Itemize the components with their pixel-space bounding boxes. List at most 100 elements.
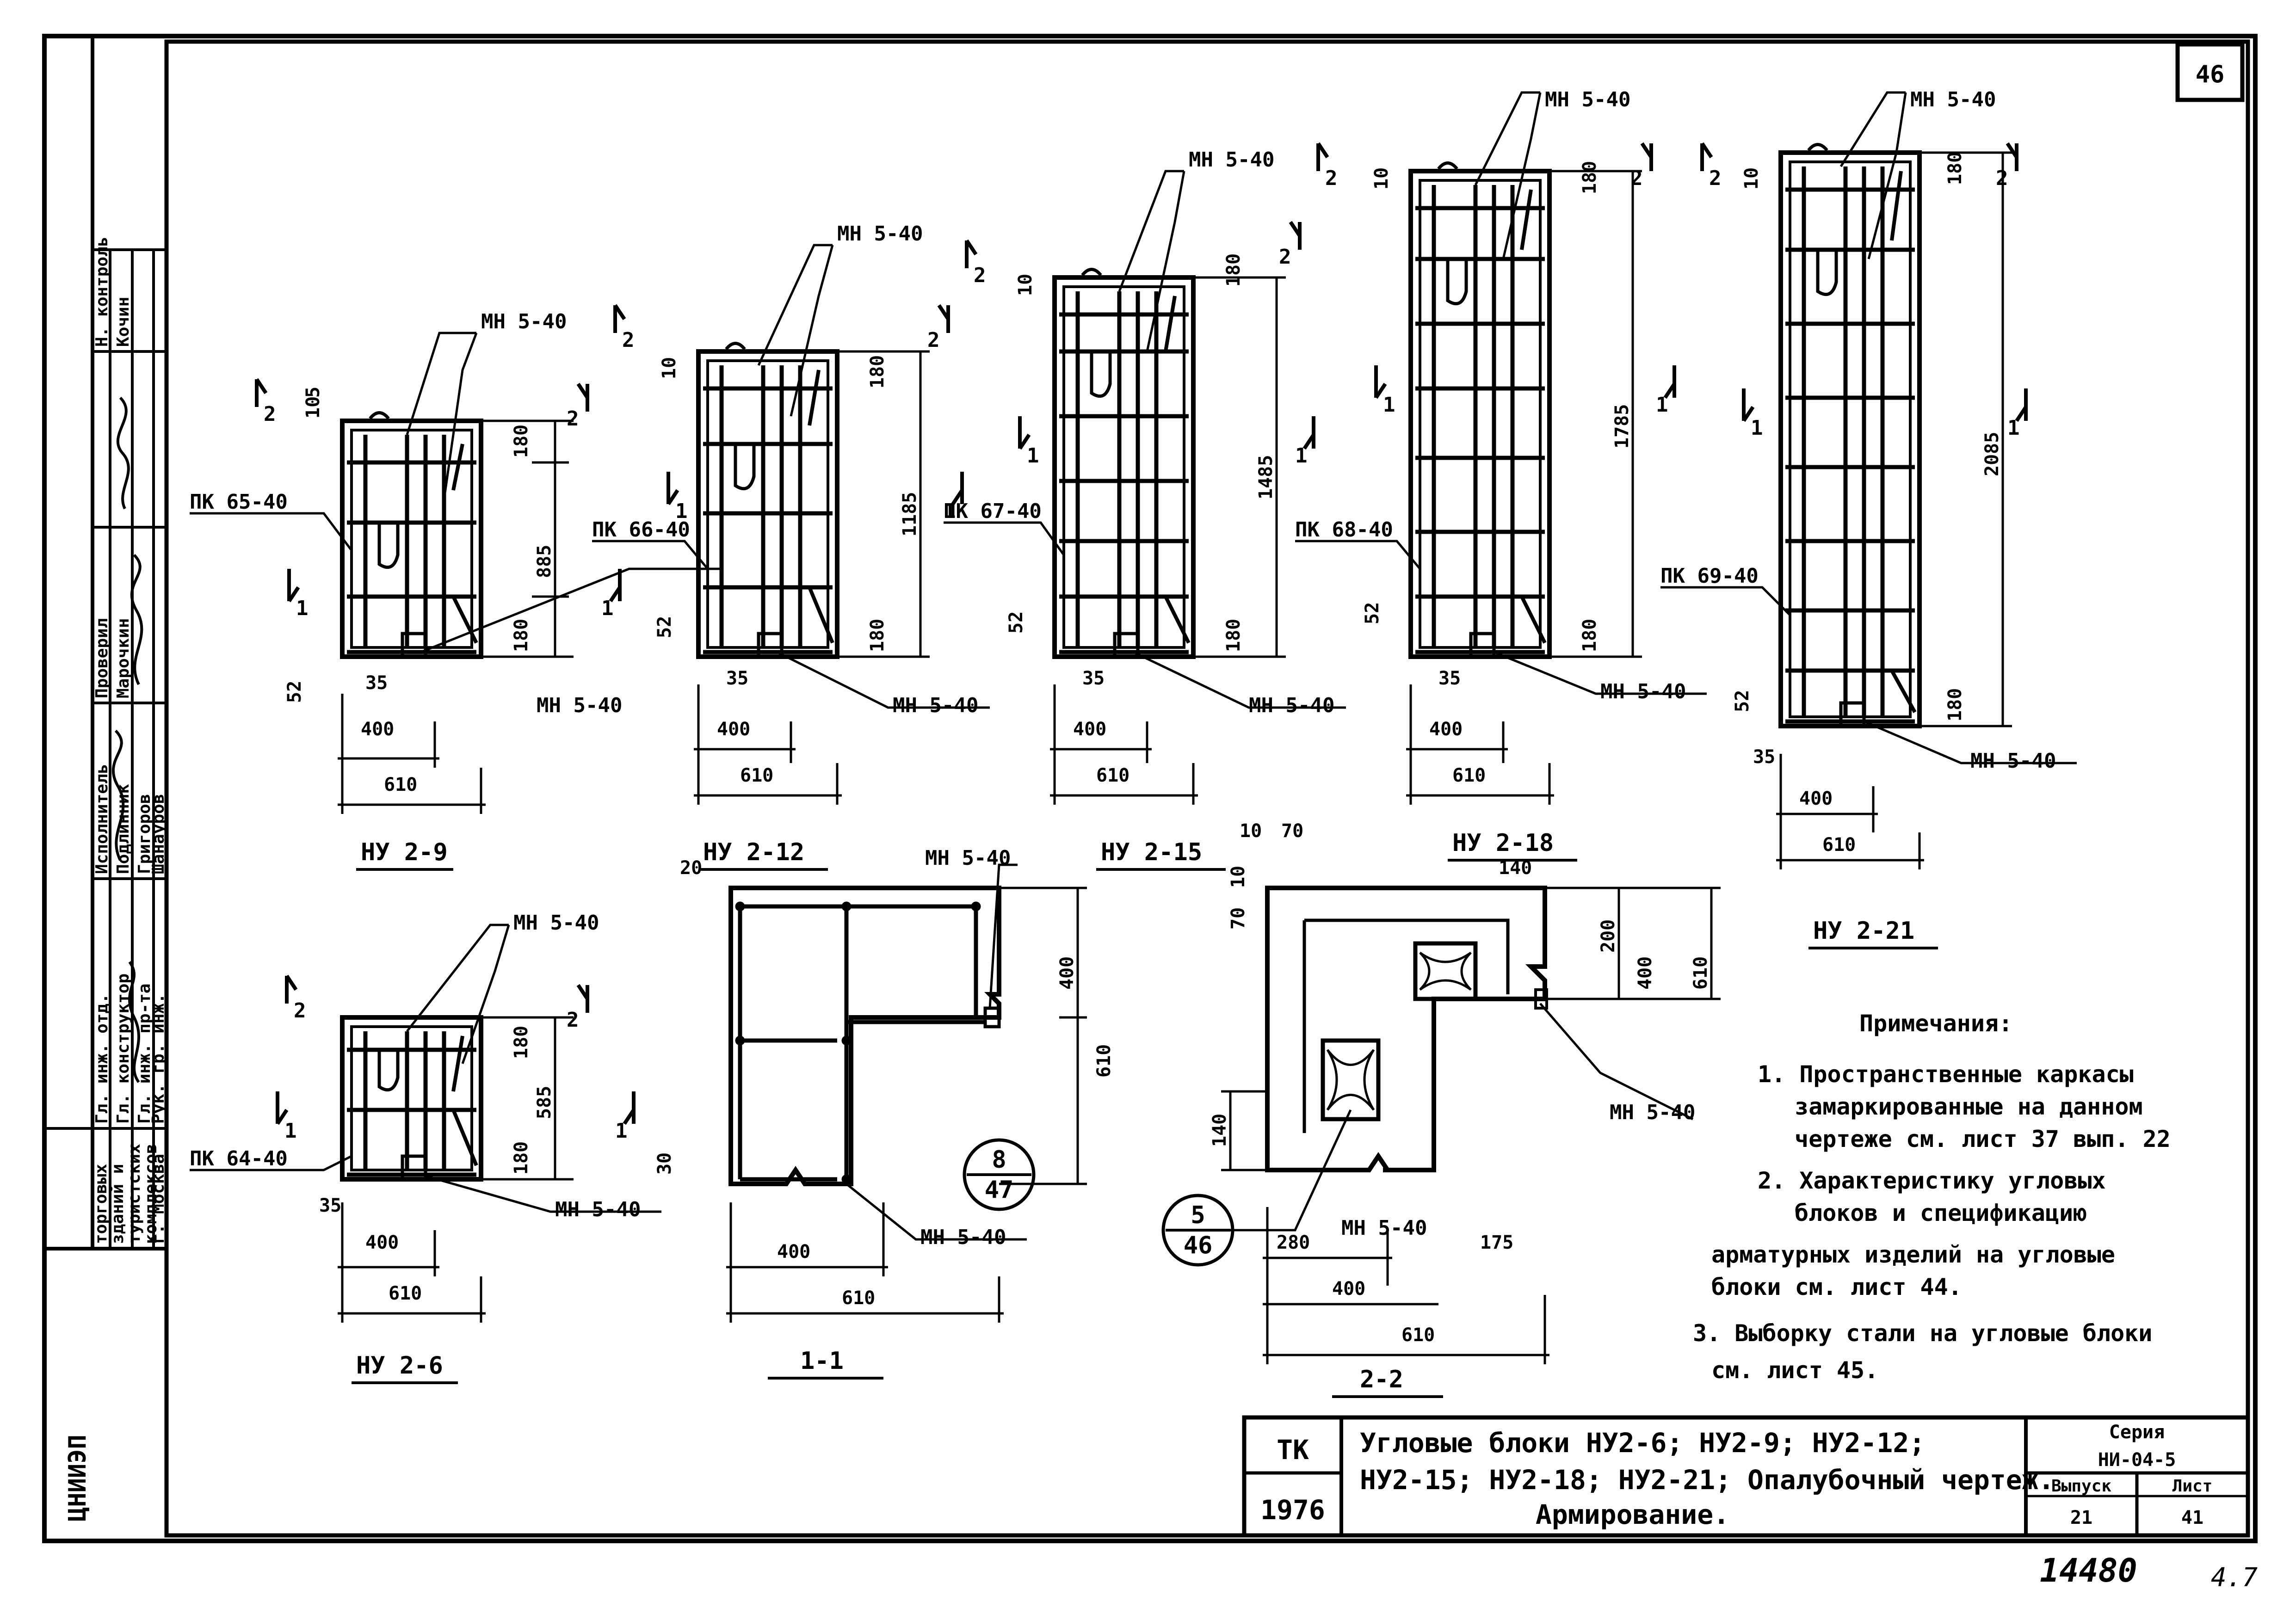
dim-label: 35	[365, 672, 388, 694]
dim-label: 180	[1579, 161, 1600, 194]
section-mark: 1	[1383, 393, 1395, 417]
dim-label: 52	[284, 681, 305, 703]
dim-label: 610	[389, 1283, 422, 1304]
note-line: чертеже см. лист 37 вып. 22	[1795, 1126, 2171, 1152]
note-line: замаркированные на данном	[1795, 1093, 2143, 1120]
block-nu2-12	[696, 342, 839, 659]
mark-label: ПК 66-40	[592, 518, 690, 542]
stamp-col-1: Проверил	[93, 618, 111, 698]
section-mark: 1	[1295, 444, 1308, 468]
mark-label: МН 5-40	[537, 694, 622, 717]
mark-label: МН 5-40	[1249, 694, 1334, 717]
dim-label: 140	[1209, 1114, 1230, 1147]
mark-label: МН 5-40	[1600, 680, 1686, 703]
tb-series-value: НИ-04-5	[2098, 1449, 2176, 1471]
section-mark: 2	[264, 402, 276, 426]
section-mark: 1	[1751, 416, 1763, 440]
mark-labels: МН 5-40 МН 5-40 МН 5-40 МН 5-40 МН 5-40 …	[190, 88, 2056, 1249]
dim-label: 70	[1228, 907, 1249, 930]
dim-label: 180	[1944, 152, 1966, 185]
mark-label: МН 5-40	[1970, 749, 2056, 773]
dim-label: 400	[1635, 956, 1656, 990]
block-nu2-15	[1052, 268, 1196, 659]
callout-5-46: 5 46	[1161, 1194, 1234, 1267]
dim-label: 610	[1690, 956, 1711, 990]
mark-label: МН 5-40	[925, 846, 1011, 870]
tb-series-label: Серия	[2109, 1422, 2165, 1443]
mark-label: МН 5-40	[1910, 88, 1996, 111]
stamp-org-sub-1: зданий и	[108, 1164, 127, 1244]
stamp-org-sub-3: комплексов	[142, 1144, 160, 1244]
mark-label: МН 5-40	[555, 1198, 641, 1221]
dim-label: 180	[867, 619, 888, 652]
callout-bottom: 47	[985, 1176, 1014, 1204]
dim-label: 1485	[1255, 455, 1277, 499]
section-mark: 1	[1656, 393, 1668, 417]
section-mark: 2	[1630, 166, 1643, 190]
tb-sheet-value: 41	[2181, 1507, 2203, 1528]
dim-label: 180	[867, 355, 888, 388]
dim-label: 400	[1429, 719, 1463, 740]
dim-label: 35	[1438, 668, 1461, 689]
section-mark: 2	[1325, 166, 1338, 190]
tb-title-line3: Армирование.	[1536, 1499, 1729, 1530]
section-arrows	[255, 142, 2028, 1125]
dim-label: 52	[654, 616, 675, 638]
dim-label: 610	[1452, 765, 1486, 786]
callout-top: 8	[992, 1146, 1006, 1174]
dim-label: 10	[1240, 820, 1262, 842]
mark-label: МН 5-40	[481, 310, 567, 333]
dim-label: 35	[1082, 668, 1105, 689]
notes: Примечания: 1. Пространственные каркасы …	[1693, 1010, 2171, 1384]
block-nu2-9	[340, 411, 483, 659]
dim-label: 52	[1732, 690, 1753, 712]
signature-scribble	[130, 554, 143, 685]
caption-nu2-6: НУ 2-6	[356, 1352, 443, 1380]
dim-label: 400	[777, 1241, 810, 1263]
dimension-lines	[338, 151, 2012, 1364]
dim-label: 35	[319, 1195, 341, 1216]
dim-label: 180	[1223, 619, 1244, 652]
tb-sheet-label: Лист	[2173, 1477, 2213, 1496]
stamp-role-2: Гл. инж. пр-та	[135, 984, 154, 1124]
block-nu2-21	[1778, 143, 1922, 728]
mark-label: ПК 64-40	[190, 1147, 288, 1170]
stamp-org: ЦНИИЭП	[64, 1435, 92, 1522]
dim-label: 10	[1228, 866, 1249, 888]
tb-tk: ТК	[1277, 1434, 1309, 1466]
mark-label: МН 5-40	[837, 222, 923, 246]
title-block: ТК 1976 Угловые блоки НУ2-6; НУ2-9; НУ2-…	[1242, 1415, 2250, 1538]
section-mark: 1	[1027, 444, 1039, 468]
dim-label: 610	[1096, 765, 1129, 786]
mark-label: ПК 68-40	[1295, 518, 1393, 542]
mark-label: ПК 69-40	[1660, 564, 1759, 588]
tb-issue-label: Выпуск	[2051, 1477, 2111, 1496]
dim-label: 52	[1362, 602, 1383, 624]
mark-label: ПК 65-40	[190, 490, 288, 514]
dim-label: 10	[659, 357, 680, 379]
section-mark: 2	[1279, 245, 1291, 269]
caption-nu2-15: НУ 2-15	[1101, 838, 1202, 866]
dim-label: 180	[511, 1141, 532, 1175]
callout-top: 5	[1191, 1201, 1205, 1229]
dim-label: 180	[1944, 688, 1966, 721]
mark-label: ПК 67-40	[944, 499, 1042, 523]
caption-section-1-1: 1-1	[800, 1347, 844, 1375]
dim-label: 400	[1332, 1278, 1365, 1300]
dim-label: 610	[384, 774, 417, 795]
dim-label: 610	[1822, 834, 1856, 856]
stamp-col-0: Исполнитель	[93, 764, 111, 874]
dim-label: 180	[511, 1026, 532, 1059]
note-line: блоков и спецификацию	[1795, 1200, 2087, 1226]
section-mark: 2	[294, 999, 306, 1023]
captions: НУ 2-9 НУ 2-12 НУ 2-15 НУ 2-18 НУ 2-21 Н…	[352, 829, 1938, 1398]
mark-label: МН 5-40	[513, 911, 599, 935]
dim-label: 1785	[1611, 404, 1633, 449]
tb-title-line2: НУ2-15; НУ2-18; НУ2-21; Опалубочный черт…	[1360, 1464, 2055, 1496]
dim-label: 400	[361, 719, 394, 740]
sheet-number: 46	[2196, 61, 2225, 88]
dim-label: 400	[1056, 956, 1078, 990]
dim-label: 200	[1598, 919, 1619, 953]
note-line: 2. Характеристику угловых	[1758, 1167, 2106, 1194]
dim-label: 52	[1006, 611, 1027, 634]
